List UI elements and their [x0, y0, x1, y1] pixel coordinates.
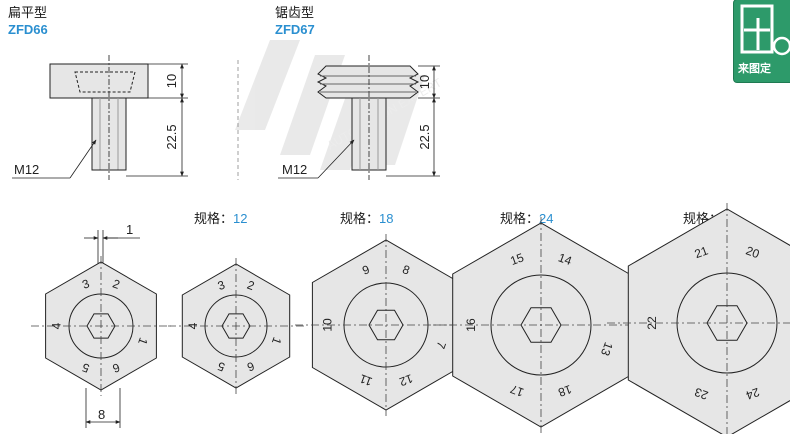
hex-side-label: 11	[357, 371, 374, 389]
hex-side-label: 1	[135, 336, 151, 347]
hex-side-label: 6	[245, 359, 256, 375]
hex-side-label: 23	[692, 385, 710, 403]
hex-side-label: 16	[464, 318, 478, 332]
hex-side-label: 15	[508, 250, 526, 268]
serrated-type-dimensions	[278, 65, 440, 179]
badge-label: 来图定	[738, 63, 771, 75]
hex-side-label: 3	[80, 276, 91, 292]
flat-type-dimensions	[12, 63, 188, 179]
flat-type-side-view	[49, 55, 149, 180]
hex-side-label: 20	[744, 243, 762, 261]
hex-bore-circle	[490, 274, 592, 376]
hex-side-label: 1	[269, 335, 285, 346]
hex-dimension-callouts	[84, 230, 140, 428]
drawing-icon	[740, 4, 790, 56]
hex-side-label: 3	[216, 278, 227, 294]
hex-view-first: 3 2 4 1 5 6	[31, 256, 171, 396]
hex-side-label: 9	[360, 262, 371, 278]
serrated-thread-label: M12	[282, 162, 307, 177]
serrated-type-side-view	[316, 55, 420, 180]
hex-view-18: 9 8 10 7 11 12	[295, 234, 477, 416]
hex-side-label: 17	[508, 382, 526, 400]
model-code-flat: ZFD66	[8, 22, 48, 37]
hex-side-label: 7	[433, 340, 449, 351]
watermark: AUTOMATION EXPERT	[235, 40, 445, 170]
flat-dim-head: 10	[164, 74, 179, 88]
flat-thread-label: M12	[14, 162, 39, 177]
hex-side-label: 18	[556, 382, 574, 400]
size-label-12: 规格：12	[194, 211, 248, 226]
model-code-serrated: ZFD67	[275, 22, 315, 37]
hex-body	[627, 208, 790, 434]
hex-side-label: 12	[397, 371, 415, 389]
hex-side-label: 14	[556, 250, 574, 268]
hex-view-30: 212022192324	[607, 203, 790, 434]
hex-socket	[368, 309, 404, 341]
hex-side-label: 24	[744, 385, 762, 403]
custom-drawing-badge[interactable]: 来图定	[734, 0, 790, 82]
model-title-flat: 扁平型	[8, 5, 48, 20]
hex-side-label: 4	[186, 322, 200, 329]
hex-dim-bottom: 8	[98, 407, 105, 422]
hex-view-12: 3 2 4 1 5 6	[168, 258, 304, 394]
hex-side-label: 5	[215, 359, 226, 375]
serrated-dim-shank: 22.5	[417, 124, 432, 149]
hex-side-label: 10	[320, 318, 334, 332]
size-label-24: 规格：24	[500, 211, 554, 226]
hex-side-label: 13	[598, 340, 616, 358]
hex-dim-top: 1	[126, 222, 133, 237]
hex-side-label: 2	[245, 278, 256, 294]
flat-dim-shank: 22.5	[164, 124, 179, 149]
hex-side-label: 22	[645, 316, 659, 330]
hex-side-label: 8	[401, 262, 412, 278]
hex-side-label: 6	[110, 360, 121, 376]
serrated-dim-head: 10	[417, 75, 432, 89]
hex-side-label: 21	[693, 243, 711, 261]
model-title-serrated: 锯齿型	[275, 5, 315, 20]
hex-side-label: 5	[80, 360, 91, 376]
hex-side-label: 2	[111, 276, 122, 292]
size-label-18: 规格：18	[340, 211, 394, 226]
hex-side-label: 4	[49, 322, 63, 329]
hex-view-24: 15 14 16 13 17 18	[433, 217, 649, 433]
hex-top-views: 3241563241569810711121514161317182120221…	[31, 203, 790, 434]
